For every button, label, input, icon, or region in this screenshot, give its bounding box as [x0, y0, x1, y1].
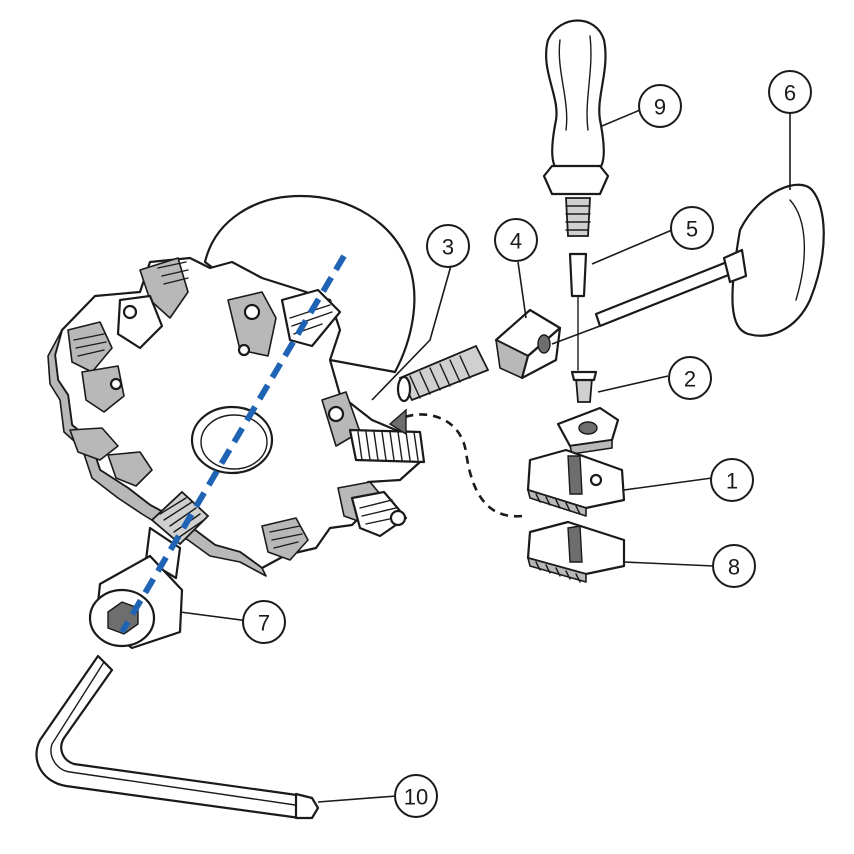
callout-8-label: 8 [728, 555, 740, 580]
insert-pocket-right [321, 391, 426, 464]
t-handle-wrench [594, 183, 825, 337]
leader-6-rod [551, 325, 601, 345]
hex-socket-icon [107, 601, 139, 635]
cutting-insert [526, 448, 626, 517]
hex-key-end [294, 792, 320, 820]
insert-pocket-upper-left [116, 257, 189, 350]
callout-6: 6 [768, 70, 812, 114]
callout-7-label: 7 [258, 611, 270, 636]
callout-5-label: 5 [686, 217, 698, 242]
screwdriver-handle [545, 19, 607, 170]
callout-7: 7 [242, 600, 286, 644]
screwdriver-ferrule [542, 164, 610, 196]
clamp-screw [570, 370, 598, 403]
callout-2-label: 2 [684, 367, 696, 392]
callout-2: 2 [668, 356, 712, 400]
leader-4 [517, 261, 527, 319]
callout-3: 3 [426, 224, 470, 268]
arrow-head-icon [388, 408, 407, 436]
insert-pocket-left [67, 321, 125, 413]
cutter-hub [203, 194, 416, 374]
callout-5: 5 [670, 206, 714, 250]
insert-pocket-lower-left [69, 427, 153, 487]
clamp-plate [556, 406, 620, 455]
leader-2 [597, 375, 669, 393]
screwdriver-tip [565, 197, 591, 237]
callout-4: 4 [494, 218, 538, 262]
callout-3-label: 3 [442, 235, 454, 260]
leader-5 [591, 229, 673, 265]
callout-6-label: 6 [784, 81, 796, 106]
callout-8: 8 [712, 544, 756, 588]
callout-1: 1 [710, 458, 754, 502]
callout-1-label: 1 [726, 469, 738, 494]
wedge-screw [396, 344, 490, 403]
leader-10 [317, 795, 397, 803]
leader-3 [371, 261, 453, 401]
t-handle-grip [731, 183, 825, 337]
hex-key [35, 654, 320, 820]
screwdriver-bit [568, 252, 588, 371]
insert-mounting-path [397, 413, 523, 518]
hex-key-body [35, 654, 306, 820]
leader-8 [623, 561, 715, 567]
callout-10-label: 10 [404, 785, 428, 810]
callout-10: 10 [394, 774, 438, 818]
leader-9 [601, 109, 641, 127]
wedge-side [520, 326, 562, 380]
alternate-insert [526, 520, 626, 583]
wedge [494, 308, 562, 380]
cutter-body [47, 194, 426, 577]
insert-pocket-bottom [261, 517, 309, 561]
callout-9: 9 [638, 84, 682, 128]
callout-9-label: 9 [654, 95, 666, 120]
insert-pocket-lower-right [337, 481, 408, 538]
tool-axis-line [119, 254, 347, 634]
center-bore-inner [200, 414, 268, 470]
screwdriver [542, 19, 610, 237]
callout-4-label: 4 [510, 229, 522, 254]
leader-lines [179, 109, 791, 803]
t-handle-shaft [594, 258, 738, 328]
cap-screw-shank [144, 526, 182, 580]
leader-1 [623, 477, 713, 491]
